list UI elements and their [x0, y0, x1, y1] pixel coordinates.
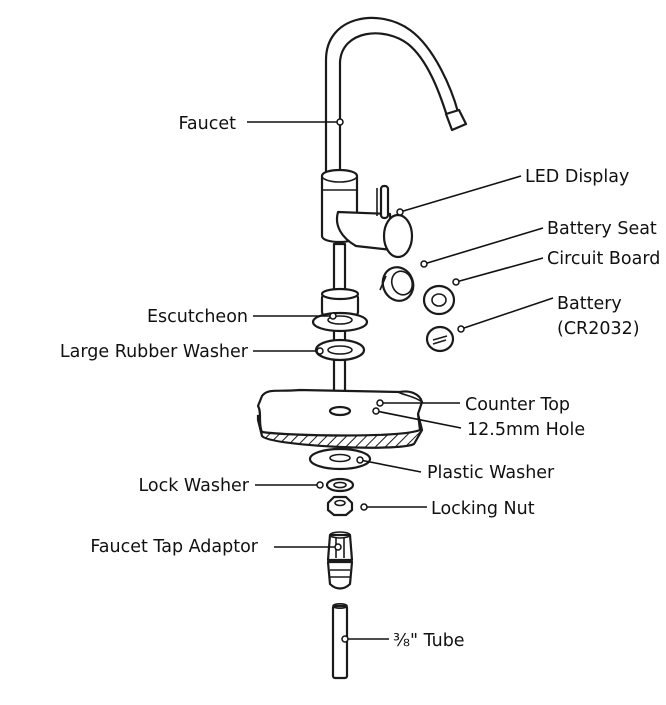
label-led-display: LED Display [525, 167, 629, 187]
large-rubber-washer-part [314, 338, 366, 362]
escutcheon-part [311, 287, 369, 333]
leader-lines [247, 121, 554, 640]
label-lock-washer: Lock Washer [138, 476, 249, 496]
label-plastic-washer: Plastic Washer [427, 463, 555, 483]
label-faucet: Faucet [178, 114, 236, 134]
label-tube: ⅜" Tube [393, 631, 465, 651]
leader-led-display [399, 175, 522, 213]
label-battery-model: (CR2032) [557, 319, 640, 339]
lock-washer-part [325, 477, 355, 493]
counter-top-part [256, 388, 424, 449]
leader-battery [460, 297, 554, 330]
leader-plastic-washer [359, 459, 422, 473]
label-large-rubber-washer: Large Rubber Washer [60, 342, 249, 362]
circuit-board-part [422, 284, 456, 316]
leader-hole [375, 410, 462, 429]
leader-circuit-board [455, 257, 544, 283]
label-locking-nut: Locking Nut [431, 499, 535, 519]
label-circuit-board: Circuit Board [547, 249, 660, 269]
faucet-tap-adaptor-part [326, 531, 354, 590]
locking-nut-part [326, 495, 354, 517]
label-escutcheon: Escutcheon [147, 307, 248, 327]
label-counter-top: Counter Top [465, 395, 570, 415]
label-hole: 12.5mm Hole [467, 420, 585, 440]
battery-seat-part [379, 266, 415, 302]
connector-dots [316, 118, 465, 643]
leader-battery-seat [423, 227, 544, 265]
plastic-washer-part [308, 447, 372, 471]
label-battery: Battery [557, 294, 622, 314]
battery-part [425, 325, 455, 353]
label-battery-seat: Battery Seat [547, 219, 657, 239]
labels: Faucet LED Display Battery Seat Circuit … [60, 114, 660, 651]
label-faucet-tap-adaptor: Faucet Tap Adaptor [90, 537, 258, 557]
